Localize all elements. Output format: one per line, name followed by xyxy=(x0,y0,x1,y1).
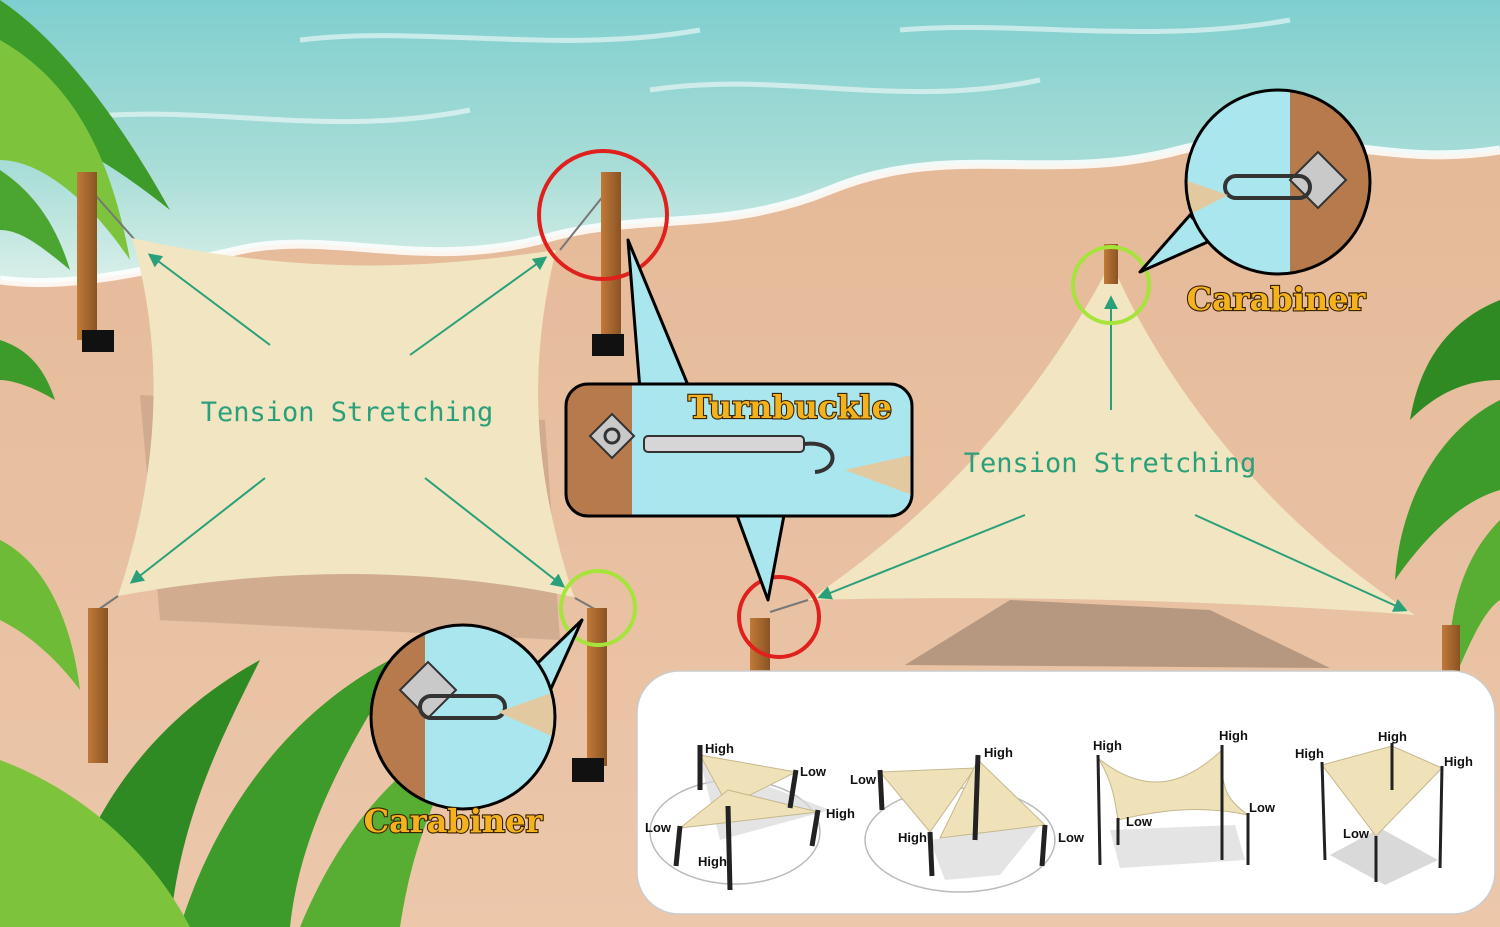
config-1-label-h3: High xyxy=(698,854,727,869)
configurations-panel-background xyxy=(636,670,1496,915)
right-sail-rope-left xyxy=(769,599,809,613)
left-carabiner-label: Carabiner xyxy=(364,802,544,840)
configuration-2: Low High High Low xyxy=(850,745,1085,893)
right-sail: Tension Stretching xyxy=(769,262,1415,615)
configuration-3: High High Low Low xyxy=(1093,728,1276,868)
config-1-label-l2: Low xyxy=(645,820,672,835)
tension-arrow xyxy=(424,477,566,588)
right-sail-shadow xyxy=(905,600,1330,668)
carabiner-marker-circle xyxy=(559,569,637,647)
config-1-label-l1: Low xyxy=(800,764,827,779)
wave-lines xyxy=(59,17,1291,125)
carabiner-icon xyxy=(1223,174,1312,200)
tension-arrow xyxy=(1194,514,1408,612)
pad-eye-plate-icon xyxy=(588,412,636,460)
config-4-label-l1: Low xyxy=(1343,826,1370,841)
wooden-post xyxy=(750,618,770,676)
palm-tree-top-left xyxy=(0,0,170,270)
config-3-label-l1: Low xyxy=(1126,814,1153,829)
config-3-label-h2: High xyxy=(1219,728,1248,743)
sail-corner xyxy=(498,690,555,740)
config-2-label-l2: Low xyxy=(1058,830,1085,845)
right-tension-label: Tension Stretching xyxy=(964,448,1257,479)
turnbuckle-body-icon xyxy=(643,435,805,453)
config-3-label-h1: High xyxy=(1093,738,1122,753)
config-2-label-l1: Low xyxy=(850,772,877,787)
carabiner-icon xyxy=(418,694,507,720)
sea-water xyxy=(0,0,1500,283)
configuration-1: High Low High Low High xyxy=(645,741,855,891)
installation-configurations-panel: High Low High Low High Low High High Low xyxy=(636,670,1496,915)
wooden-post xyxy=(1104,244,1118,284)
turnbuckle-callout-border xyxy=(564,382,914,518)
config-4-label-h3: High xyxy=(1444,754,1473,769)
palm-tree-left-edge xyxy=(0,340,80,690)
wooden-post xyxy=(572,608,607,782)
left-tension-label: Tension Stretching xyxy=(201,397,494,428)
left-sail-rope-top-right xyxy=(559,189,609,251)
palm-tree-right-edge xyxy=(1395,300,1500,690)
turnbuckle-callout-label: Turnbuckle xyxy=(688,388,892,426)
wood-wall xyxy=(566,384,632,516)
config-2-label-h2: High xyxy=(898,830,927,845)
turnbuckle-marker-circle xyxy=(537,149,669,281)
tension-arrow xyxy=(817,514,1026,600)
tension-arrow xyxy=(409,256,548,356)
wooden-post xyxy=(1442,625,1460,675)
left-sail: Tension Stretching xyxy=(81,179,609,613)
config-2-label-h1: High xyxy=(984,745,1013,760)
wooden-post xyxy=(592,172,624,356)
config-4-label-h1: High xyxy=(1295,746,1324,761)
sail-corner xyxy=(845,455,912,495)
configuration-4: High High High Low xyxy=(1295,729,1473,885)
right-sail-fabric xyxy=(808,262,1415,615)
wooden-post xyxy=(88,608,108,763)
tension-arrow xyxy=(147,253,271,346)
carabiner-marker-circle xyxy=(1071,245,1151,325)
turnbuckle-callout: Turnbuckle xyxy=(564,238,914,602)
right-carabiner-label: Carabiner xyxy=(1187,280,1367,318)
turnbuckle-hook-icon xyxy=(803,441,835,474)
config-3-label-l2: Low xyxy=(1249,800,1276,815)
config-1-label-h1: High xyxy=(705,741,734,756)
sail-corner xyxy=(1186,175,1228,225)
config-4-label-h2: High xyxy=(1378,729,1407,744)
turnbuckle-marker-circle xyxy=(737,575,821,659)
pad-eye-plate-icon xyxy=(1288,150,1348,210)
pad-eye-ring-icon xyxy=(603,427,621,445)
config-1-label-h2: High xyxy=(826,806,855,821)
wooden-post xyxy=(77,172,114,352)
left-sail-fabric xyxy=(118,238,574,597)
tension-arrow xyxy=(129,477,266,584)
left-carabiner-callout: Carabiner xyxy=(362,618,584,841)
right-carabiner-callout: Carabiner xyxy=(1138,88,1372,319)
